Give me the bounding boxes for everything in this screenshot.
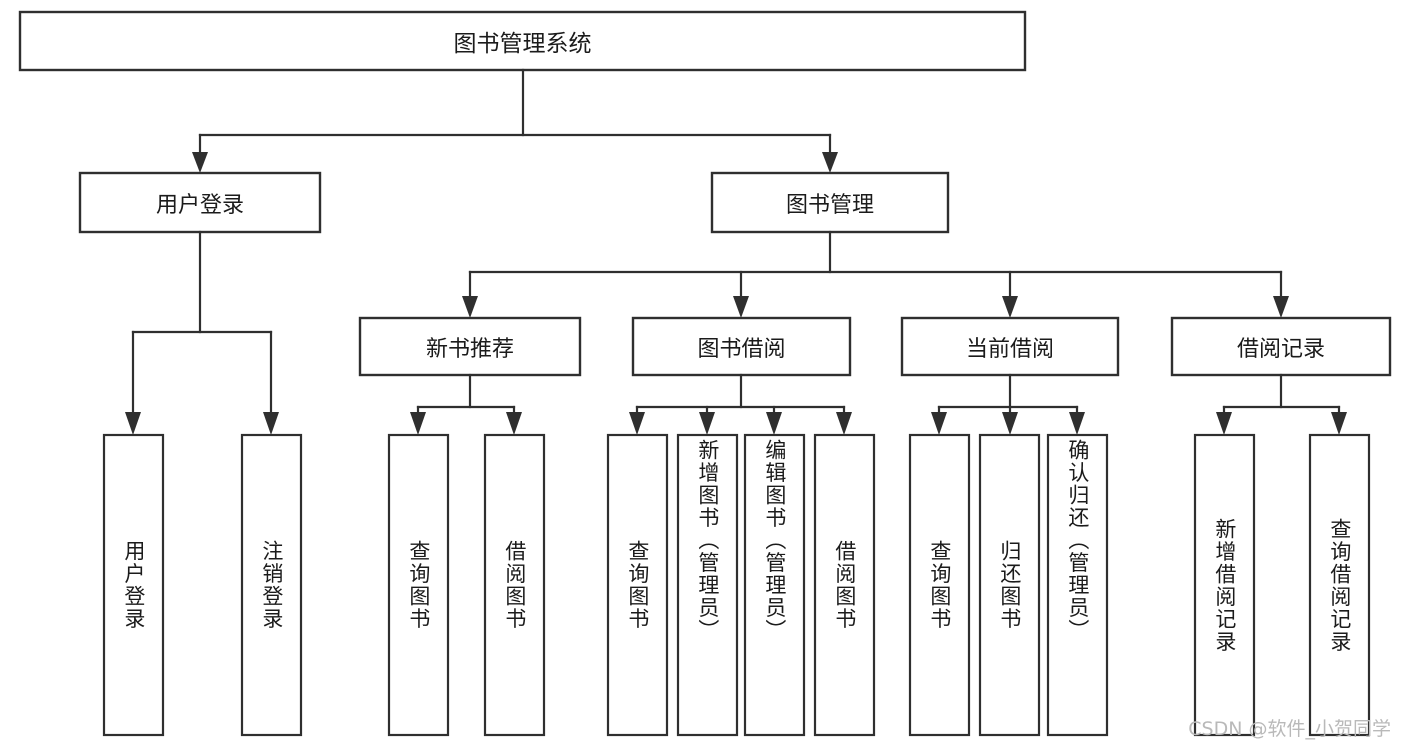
node-box-current-borrow[interactable]: [900, 316, 1120, 377]
leaf-box-5[interactable]: [676, 433, 739, 737]
leaf-box-8[interactable]: [908, 433, 971, 737]
arrowhead-leaf12: [1331, 412, 1347, 435]
node-box-user-login[interactable]: [78, 171, 322, 234]
leaf-box-4[interactable]: [606, 433, 669, 737]
node-box-book-management[interactable]: [710, 171, 950, 234]
node-box-book-borrow[interactable]: [631, 316, 852, 377]
node-box-root[interactable]: [18, 10, 1027, 72]
arrowhead-leaf2: [410, 412, 426, 435]
arrowhead-root-to-book-management: [822, 152, 838, 173]
arrowhead-leaf10: [1069, 412, 1085, 435]
arrowhead-leaf0: [125, 412, 141, 435]
node-box-new-book-recommend[interactable]: [358, 316, 582, 377]
arrowhead-leaf11: [1216, 412, 1232, 435]
arrowhead-leaf1: [263, 412, 279, 435]
leaf-box-0[interactable]: [102, 433, 165, 737]
arrowhead-l3-3: [1273, 296, 1289, 318]
arrowhead-leaf3: [506, 412, 522, 435]
leaf-box-9[interactable]: [978, 433, 1041, 737]
arrowhead-root-to-user-login: [192, 152, 208, 173]
arrowhead-leaf8: [931, 412, 947, 435]
arrowhead-leaf5: [699, 412, 715, 435]
leaf-box-2[interactable]: [387, 433, 450, 737]
leaf-box-1[interactable]: [240, 433, 303, 737]
arrowhead-leaf6: [766, 412, 782, 435]
arrowhead-leaf9: [1002, 412, 1018, 435]
arrowhead-l3-0: [462, 296, 478, 318]
arrowhead-l3-1: [733, 296, 749, 318]
arrowhead-l3-2: [1002, 296, 1018, 318]
leaf-box-12[interactable]: [1308, 433, 1371, 737]
leaf-box-7[interactable]: [813, 433, 876, 737]
node-box-borrow-record[interactable]: [1170, 316, 1392, 377]
leaf-box-11[interactable]: [1193, 433, 1256, 737]
leaf-box-3[interactable]: [483, 433, 546, 737]
leaf-box-6[interactable]: [743, 433, 806, 737]
arrowhead-leaf4: [629, 412, 645, 435]
leaf-box-10[interactable]: [1046, 433, 1109, 737]
arrowhead-leaf7: [836, 412, 852, 435]
